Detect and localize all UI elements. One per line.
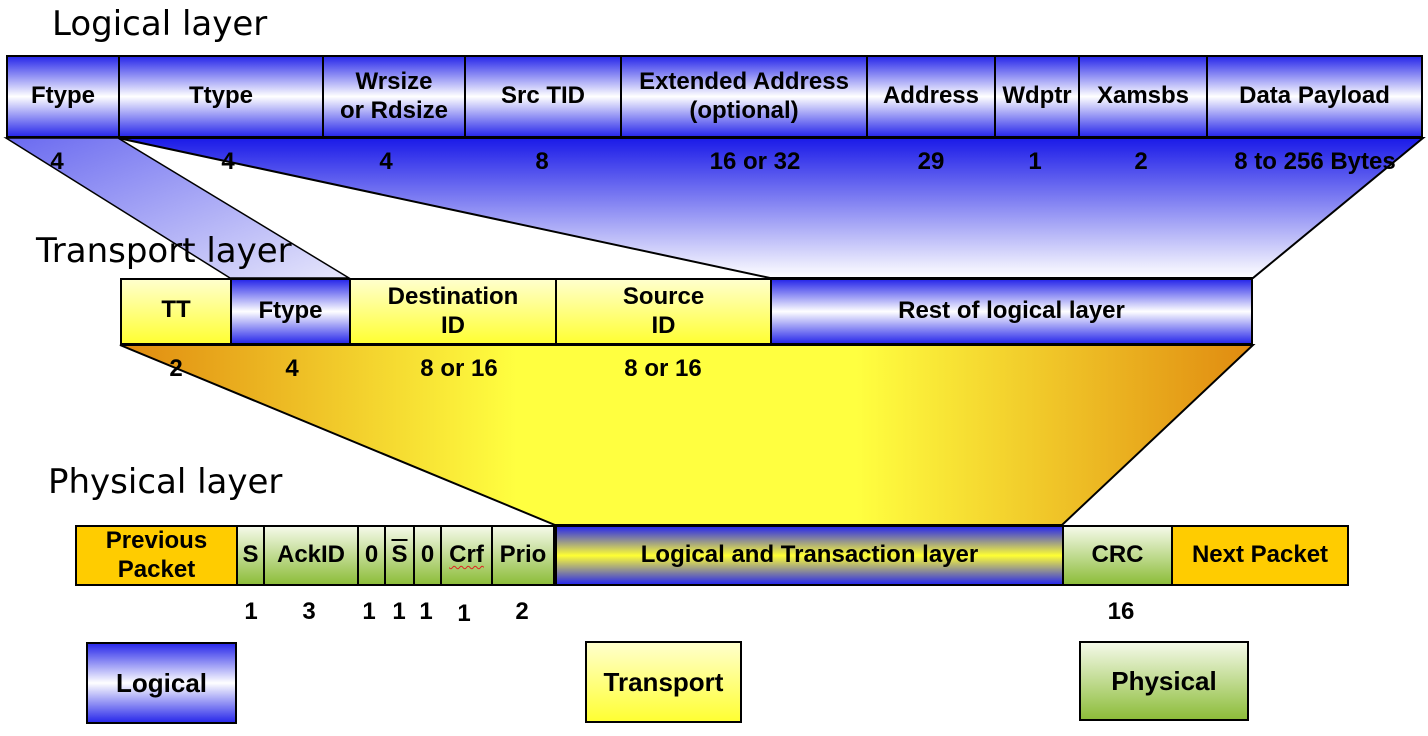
logical-field-extended-address: Extended Address (optional) [620, 55, 868, 138]
logical-field-ftype: Ftype [6, 55, 120, 138]
physical-bits-zero-a: 1 [362, 598, 376, 625]
transport-field-source-id: Source ID [555, 278, 772, 345]
physical-bits-prio: 2 [515, 598, 529, 625]
logical-bits-wdptr: 1 [1028, 148, 1042, 175]
logical-bits-xamsbs: 2 [1134, 148, 1148, 175]
logical-field-data-payload: Data Payload [1206, 55, 1423, 138]
physical-field-crc: CRC [1062, 525, 1173, 586]
physical-field-next-packet: Next Packet [1171, 525, 1349, 586]
transport-field-ftype: Ftype [230, 278, 351, 345]
physical-layer-title: Physical layer [48, 462, 283, 502]
crf-label: Crf [449, 541, 484, 569]
physical-bits-crc: 16 [1107, 598, 1135, 625]
physical-field-previous-packet: Previous Packet [75, 525, 238, 586]
physical-bits-zero-b: 1 [419, 598, 433, 625]
physical-bits-s: 1 [244, 598, 258, 625]
transport-bits-source-id: 8 or 16 [624, 355, 702, 382]
logical-field-xamsbs: Xamsbs [1078, 55, 1208, 138]
s-inverted-label: S [391, 541, 408, 569]
physical-field-ackid: AckID [263, 525, 359, 586]
logical-field-address: Address [866, 55, 996, 138]
logical-bits-wrsize: 4 [379, 148, 393, 175]
logical-bits-data-payload: 8 to 256 Bytes [1234, 148, 1396, 175]
logical-bits-address: 29 [917, 148, 945, 175]
physical-bits-s-inverted: 1 [392, 598, 406, 625]
physical-field-zero-a: 0 [357, 525, 386, 586]
physical-field-s-inverted: S [384, 525, 415, 586]
logical-field-wdptr: Wdptr [994, 55, 1080, 138]
logical-bits-extended-address: 16 or 32 [709, 148, 801, 175]
logical-bits-ftype: 4 [50, 148, 64, 175]
logical-bits-ttype: 4 [221, 148, 235, 175]
logical-layer-title: Logical layer [52, 4, 268, 44]
physical-bits-crf: 1 [457, 600, 471, 627]
logical-field-src-tid: Src TID [464, 55, 622, 138]
transport-bits-tt: 2 [169, 355, 183, 382]
transport-field-rest-of-logical: Rest of logical layer [770, 278, 1253, 345]
transport-bits-destination-id: 8 or 16 [420, 355, 498, 382]
physical-field-crf: Crf [440, 525, 493, 586]
logical-field-ttype: Ttype [118, 55, 324, 138]
transport-field-destination-id: Destination ID [349, 278, 557, 345]
transport-field-tt: TT [120, 278, 232, 345]
logical-field-wrsize: Wrsize or Rdsize [322, 55, 466, 138]
physical-field-prio: Prio [491, 525, 555, 586]
legend-logical: Logical [86, 642, 237, 724]
logical-to-transport-funnel [117, 137, 1426, 279]
physical-bits-ackid: 3 [302, 598, 316, 625]
legend-transport: Transport [585, 641, 742, 723]
legend-physical: Physical [1079, 641, 1249, 721]
physical-field-zero-b: 0 [413, 525, 442, 586]
transport-layer-title: Transport layer [36, 231, 292, 271]
logical-bits-src-tid: 8 [535, 148, 549, 175]
physical-field-s: S [236, 525, 265, 586]
transport-bits-ftype: 4 [285, 355, 299, 382]
physical-field-logical-and-transaction: Logical and Transaction layer [555, 525, 1064, 586]
